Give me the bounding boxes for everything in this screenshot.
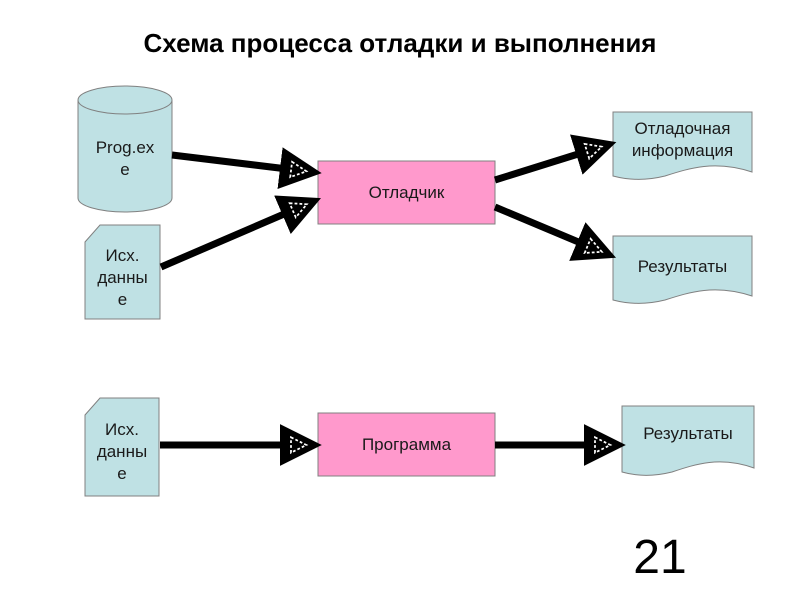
input-data-card-bottom (84, 397, 160, 497)
debug-info-label: Отладочная информация (613, 112, 752, 168)
prog-exe-label: Prog.ex e (78, 132, 172, 186)
input-data-label-line: Исх. (105, 246, 140, 265)
prog-exe-label-line: Prog.ex (95, 138, 155, 157)
results-bottom-label: Результаты (643, 424, 733, 443)
input-data-top-label: Исх. данны е (85, 240, 160, 316)
prog-exe-cylinder (77, 85, 173, 213)
debug-info-label-line: Отладочная (634, 119, 731, 138)
program-label: Программа (361, 434, 452, 454)
prog-exe-label-line: e (120, 160, 130, 179)
arrow-prog-exe-to-debugger (171, 155, 312, 172)
arrow-debugger-to-debug-info (493, 145, 607, 180)
results-document-top (612, 235, 753, 304)
page-number: 21 (633, 531, 687, 584)
results-top-label: Результаты (637, 257, 728, 276)
input-data-bottom-label: Исх. данны е (85, 412, 159, 492)
input-data-card-top (84, 224, 161, 320)
input-data-label-line: е (117, 290, 128, 309)
input-data-label-line: данны (97, 268, 148, 287)
arrow-input-to-debugger (159, 202, 312, 271)
arrow-debugger-to-results (493, 203, 607, 254)
input-data-label-line: данны (96, 442, 148, 461)
input-data-label-line: Исх. (105, 420, 139, 439)
input-data-label-line: е (117, 464, 127, 483)
debugger-label: Отладчик (368, 182, 445, 202)
slide-title: Схема процесса отладки и выполнения (143, 28, 657, 58)
debug-info-label-line: информация (631, 141, 734, 160)
